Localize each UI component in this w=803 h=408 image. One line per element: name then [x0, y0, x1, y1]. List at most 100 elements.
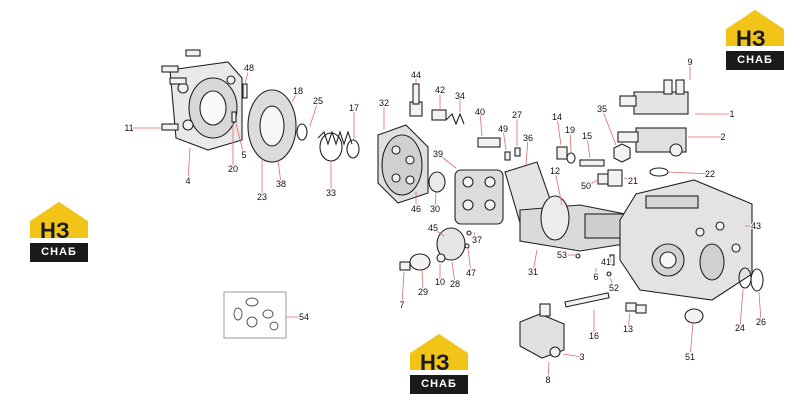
part-label-54: 54	[299, 312, 309, 322]
leader-line-52	[609, 277, 615, 289]
leader-line-26	[758, 291, 762, 323]
small-pin-part	[231, 111, 237, 123]
part-label-15: 15	[582, 131, 592, 141]
part-label-31: 31	[528, 267, 538, 277]
part-label-32: 32	[379, 98, 389, 108]
part-label-53: 53	[557, 250, 567, 260]
part-label-49: 49	[498, 124, 508, 134]
part-label-47: 47	[466, 268, 476, 278]
part-drawings	[161, 49, 764, 359]
nut-part	[431, 109, 447, 121]
part-label-12: 12	[550, 166, 560, 176]
logo-caption: СНАБ	[30, 243, 88, 262]
leader-line-35	[601, 108, 617, 146]
part-label-52: 52	[609, 283, 619, 293]
control-valve-part	[617, 127, 687, 157]
part-label-50: 50	[581, 181, 591, 191]
leader-line-22	[667, 171, 711, 175]
leader-line-30	[434, 191, 437, 210]
part-label-35: 35	[597, 104, 607, 114]
part-label-41: 41	[601, 257, 611, 267]
part-label-3: 3	[579, 352, 584, 362]
stem-part	[556, 146, 568, 160]
leader-line-40	[479, 111, 483, 137]
part-label-20: 20	[228, 164, 238, 174]
logo-roof-icon	[726, 9, 784, 47]
snap-ring-part	[346, 139, 360, 159]
leader-line-13	[627, 312, 631, 330]
ball-part	[606, 271, 612, 277]
part-label-6: 6	[593, 272, 598, 282]
leader-line-48	[244, 67, 250, 85]
logo-mark: НЗ	[420, 350, 450, 375]
leader-line-8	[547, 361, 550, 381]
part-label-11: 11	[124, 123, 133, 133]
leader-line-14	[556, 116, 562, 146]
part-label-19: 19	[565, 125, 575, 135]
leader-line-45	[432, 227, 445, 237]
small-pin-part	[504, 151, 511, 161]
part-label-22: 22	[705, 169, 715, 179]
part-label-1: 1	[729, 109, 734, 119]
part-label-2: 2	[720, 132, 725, 142]
part-label-40: 40	[475, 107, 485, 117]
part-label-37: 37	[472, 235, 482, 245]
leader-line-4	[187, 147, 191, 182]
spring-part	[317, 130, 353, 162]
part-label-36: 36	[523, 133, 533, 143]
ring-part	[750, 268, 764, 292]
leader-line-5	[235, 123, 245, 156]
part-label-30: 30	[430, 204, 440, 214]
logo-caption: СНАБ	[410, 375, 468, 394]
part-label-13: 13	[623, 324, 633, 334]
o-ring-part	[566, 152, 576, 164]
plug-part	[607, 169, 623, 187]
part-label-38: 38	[276, 179, 286, 189]
part-label-10: 10	[435, 277, 445, 287]
logo-mark: НЗ	[40, 218, 70, 243]
control-valve-part	[619, 79, 689, 115]
part-label-45: 45	[428, 223, 438, 233]
screw-part	[409, 83, 423, 117]
leader-line-3	[562, 353, 583, 358]
part-label-39: 39	[433, 149, 443, 159]
part-label-26: 26	[756, 317, 766, 327]
part-label-29: 29	[418, 287, 428, 297]
part-label-34: 34	[455, 91, 465, 101]
leader-lines	[129, 62, 762, 381]
cylinder-block-part	[377, 124, 446, 204]
part-label-48: 48	[244, 63, 254, 73]
leader-line-24	[739, 288, 744, 329]
end-cover-part	[161, 49, 243, 151]
stem-part	[579, 159, 605, 167]
leader-line-19	[569, 129, 572, 153]
part-label-28: 28	[450, 279, 460, 289]
logo-roof-icon	[410, 333, 468, 371]
part-label-21: 21	[628, 176, 638, 186]
part-label-8: 8	[545, 375, 550, 385]
part-label-16: 16	[589, 331, 599, 341]
leader-line-41	[605, 257, 611, 263]
part-label-23: 23	[257, 192, 267, 202]
leader-line-47	[467, 247, 472, 274]
leader-line-15	[586, 135, 591, 159]
rod-part	[564, 292, 610, 308]
nut-part	[613, 143, 631, 163]
part-label-25: 25	[313, 96, 323, 106]
leader-line-50	[585, 179, 599, 187]
small-pin-part	[514, 147, 521, 157]
leader-line-37	[473, 231, 478, 241]
leader-line-25	[309, 100, 319, 127]
leader-line-38	[277, 159, 282, 185]
leader-line-31	[532, 249, 538, 273]
leader-line-21	[623, 177, 634, 182]
o-ring-part	[649, 167, 669, 177]
part-label-43: 43	[751, 221, 761, 231]
seal-kit-box	[223, 291, 287, 339]
logo-mark: НЗ	[736, 26, 766, 51]
leader-line-51	[689, 322, 694, 358]
leader-line-28	[451, 261, 456, 285]
leader-line-36	[525, 137, 529, 166]
part-label-18: 18	[293, 86, 303, 96]
